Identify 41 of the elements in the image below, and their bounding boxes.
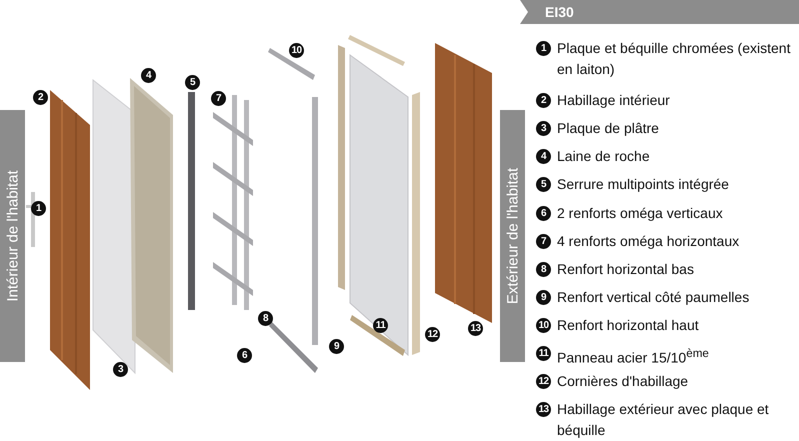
callout-number: 6 [237, 348, 252, 363]
list-number: 1 [536, 41, 551, 56]
list-number: 9 [536, 290, 551, 305]
callout-number: 7 [211, 91, 226, 106]
parts-list-item: Renfort horizontal bas [557, 260, 695, 279]
callout-number: 8 [258, 311, 273, 326]
list-number: 6 [536, 206, 551, 221]
parts-list-item: Panneau acier 15/10$^{ème}$ [557, 346, 710, 368]
list-number: 10 [536, 318, 551, 333]
list-number: 13 [536, 402, 551, 417]
list-number: 2 [536, 93, 551, 108]
parts-list-item: Renfort horizontal haut [557, 316, 700, 335]
callout-number: 13 [468, 321, 483, 336]
callout-number: 1 [31, 201, 46, 216]
list-number: 12 [536, 374, 551, 389]
parts-list-item: Serrure multipoints intégrée [557, 175, 730, 194]
list-number: 3 [536, 121, 551, 136]
callout-number: 4 [141, 68, 156, 83]
parts-list-item: 2 renforts oméga verticaux [557, 204, 724, 223]
callout-number: 3 [113, 362, 128, 377]
parts-list-item: Renfort vertical côté paumelles [557, 288, 750, 307]
parts-list-item: Plaque et béquille chromées (existent en laiton) [557, 39, 792, 79]
parts-list-item: Habillage intérieur [557, 91, 671, 110]
callout-number: 10 [289, 43, 304, 58]
callout-number: 2 [33, 90, 48, 105]
list-number: 7 [536, 234, 551, 249]
callout-number: 12 [425, 327, 440, 342]
callout-number: 9 [329, 339, 344, 354]
side-label: Extérieur de l'habitat [504, 168, 521, 304]
parts-list-item: 4 renforts oméga horizontaux [557, 232, 740, 251]
list-number: 4 [536, 149, 551, 164]
list-number: 11 [536, 346, 551, 361]
side-label: Intérieur de l'habitat [4, 170, 21, 302]
parts-list-item: Habillage extérieur avec plaque et béquille [557, 400, 770, 440]
heading: EI30 [545, 4, 574, 20]
parts-list-item: Cornières d'habillage [557, 372, 690, 391]
parts-list-item: Laine de roche [557, 147, 651, 166]
parts-list-item: Plaque de plâtre [557, 119, 660, 138]
list-number: 5 [536, 177, 551, 192]
list-number: 8 [536, 262, 551, 277]
callout-number: 5 [185, 75, 200, 90]
